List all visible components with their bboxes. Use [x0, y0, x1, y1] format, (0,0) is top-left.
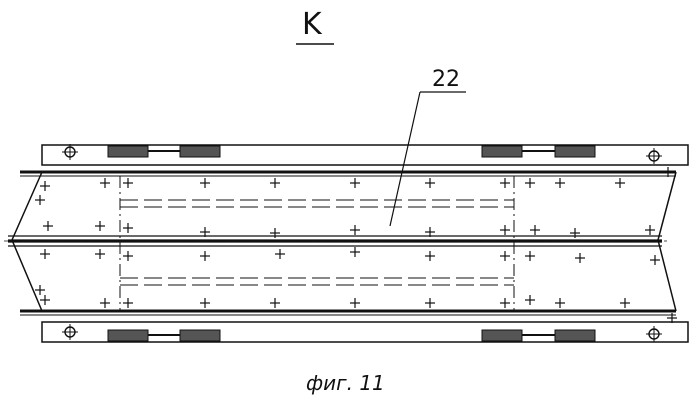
fastener-cross-mark [123, 178, 133, 188]
fastener-cross-mark [530, 225, 540, 235]
fastener-cross-mark [500, 178, 510, 188]
fastener-cross-mark [500, 251, 510, 261]
fastener-cross-mark [270, 298, 280, 308]
fastener-cross-mark [35, 285, 45, 295]
fastener-cross-mark [425, 178, 435, 188]
fastener-cross-mark [620, 298, 630, 308]
fastener-cross-mark [95, 249, 105, 259]
fastener-cross-mark [200, 298, 210, 308]
fastener-cross-mark [500, 298, 510, 308]
fastener-cross-mark [350, 298, 360, 308]
fastener-cross-mark [650, 255, 660, 265]
fastener-cross-mark [575, 253, 585, 263]
fastener-cross-mark [350, 225, 360, 235]
bolt-bottom-right [646, 326, 662, 342]
bottom-clamp-right [482, 330, 595, 341]
view-label: K [302, 7, 323, 42]
fastener-cross-mark [525, 178, 535, 188]
fastener-cross-mark [555, 178, 565, 188]
fastener-cross-mark [270, 178, 280, 188]
top-clamp-left [108, 146, 220, 157]
central-spine [4, 236, 668, 246]
fastener-cross-mark [100, 298, 110, 308]
fastener-marks [35, 167, 677, 323]
fastener-cross-mark [100, 178, 110, 188]
bolt-top-left [62, 144, 78, 160]
bolt-bottom-left [62, 324, 78, 340]
fastener-cross-mark [615, 178, 625, 188]
callout-label: 22 [432, 67, 460, 92]
fastener-cross-mark [275, 249, 285, 259]
fastener-cross-mark [43, 221, 53, 231]
top-clamp-right [482, 146, 595, 157]
fastener-cross-mark [350, 247, 360, 257]
fastener-cross-mark [350, 178, 360, 188]
fastener-cross-mark [525, 295, 535, 305]
middle-panel [120, 176, 514, 311]
fastener-cross-mark [40, 181, 50, 191]
fastener-cross-mark [425, 298, 435, 308]
bottom-clamp-left [108, 330, 220, 341]
fastener-cross-mark [35, 195, 45, 205]
fastener-cross-mark [200, 178, 210, 188]
fastener-cross-mark [200, 251, 210, 261]
fastener-cross-mark [123, 223, 133, 233]
fastener-cross-mark [555, 298, 565, 308]
fastener-cross-mark [645, 225, 655, 235]
fastener-cross-mark [500, 225, 510, 235]
fastener-cross-mark [95, 221, 105, 231]
fastener-cross-mark [40, 295, 50, 305]
fastener-cross-mark [525, 251, 535, 261]
fastener-cross-mark [425, 251, 435, 261]
callout-leader [390, 92, 420, 226]
fastener-cross-mark [40, 249, 50, 259]
figure-caption: фиг. 11 [306, 371, 385, 395]
bolt-top-right [646, 148, 662, 164]
fastener-cross-mark [123, 251, 133, 261]
fastener-cross-mark [123, 298, 133, 308]
